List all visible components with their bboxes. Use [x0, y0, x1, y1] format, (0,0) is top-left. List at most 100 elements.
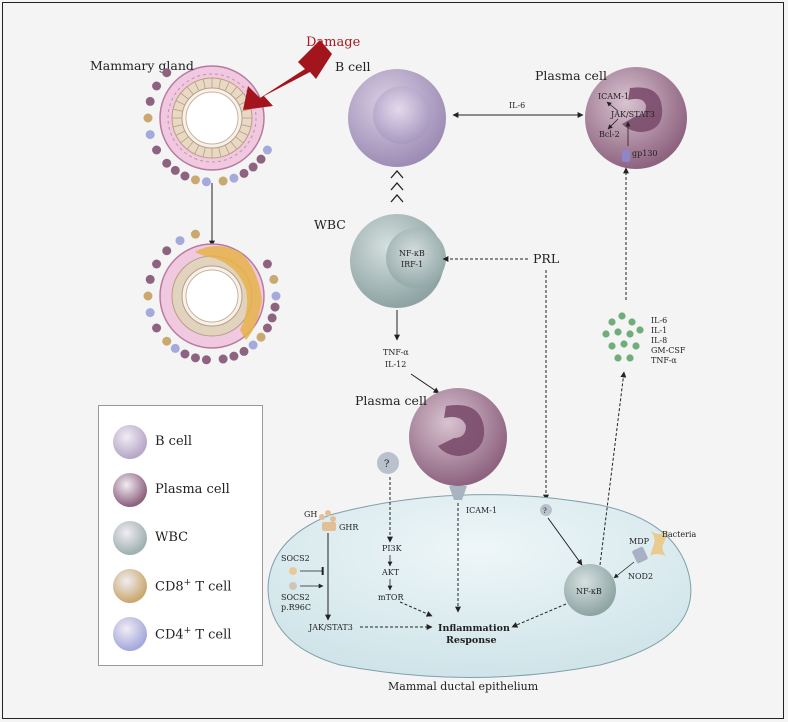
- cytokine-dot: [632, 342, 640, 350]
- plasma-cell-mid: [409, 388, 507, 486]
- tnf-alpha-label: TNF-α: [383, 348, 409, 357]
- immune-cell: [162, 336, 172, 346]
- ductal-epithelium: [267, 494, 692, 678]
- bcl2-label: Bcl-2: [599, 130, 620, 139]
- cytokine-2: IL-1: [651, 326, 667, 335]
- immune-cell: [152, 323, 162, 333]
- immune-cell: [262, 145, 272, 155]
- immune-cell: [229, 351, 239, 361]
- immune-cells-top: [143, 68, 272, 187]
- gh-label: GH: [304, 510, 317, 519]
- immune-cell: [162, 246, 172, 256]
- immune-cell: [152, 259, 162, 269]
- immune-cell: [201, 355, 211, 365]
- legend-item: CD8+ T cell: [99, 568, 262, 608]
- b-cell-label: B cell: [335, 59, 371, 74]
- damage-region: [195, 246, 262, 340]
- legend-item: B cell: [99, 424, 262, 464]
- unknown-receptor-prl: [540, 504, 552, 516]
- il12-label: IL-12: [385, 360, 406, 369]
- legend-label: CD4+ T cell: [155, 626, 232, 643]
- legend-label: Plasma cell: [155, 482, 230, 497]
- legend-item: CD4+ T cell: [99, 616, 262, 656]
- icam1-receptor: [449, 486, 467, 500]
- mammary-gland-healthy: [159, 65, 265, 171]
- legend-label: B cell: [155, 434, 192, 449]
- immune-cell: [201, 177, 211, 187]
- il6-arrow-label: IL-6: [509, 101, 525, 110]
- icam1-bottom-label: ICAM-1: [466, 506, 497, 515]
- bacteria-icon: [650, 531, 668, 556]
- immune-cell: [269, 274, 279, 284]
- immune-cell: [143, 113, 153, 123]
- immune-cell: [162, 158, 172, 168]
- immune-cell: [190, 353, 200, 363]
- cytokine-1: IL-6: [651, 316, 667, 325]
- immune-cell: [145, 308, 155, 318]
- mammary-gland-damaged: [159, 243, 265, 349]
- cytokine-dot: [628, 318, 636, 326]
- immune-cell: [152, 81, 162, 91]
- question-mark-1: ?: [384, 459, 389, 470]
- immune-cell: [145, 96, 155, 106]
- socs2-variant-line1: SOCS2: [281, 593, 310, 602]
- immune-cell: [256, 154, 266, 164]
- plasma-cell-top: [585, 67, 687, 169]
- cytokine-dot: [626, 330, 634, 338]
- wbc-label: WBC: [314, 217, 346, 232]
- immune-cell: [162, 68, 172, 78]
- inflammation-line1: Inflammation: [438, 623, 510, 634]
- b-cell: [348, 69, 446, 167]
- chevron-stack-icon: [390, 170, 404, 203]
- immune-cell: [262, 259, 272, 269]
- damage-arrow: [243, 40, 332, 110]
- immune-cell: [239, 346, 249, 356]
- cytokine-dot: [608, 318, 616, 326]
- prl-label: PRL: [533, 251, 559, 266]
- wbc-cell: [350, 214, 446, 308]
- immune-cell: [248, 162, 258, 172]
- immune-cells-bottom: [143, 229, 281, 365]
- mammary-gland-label: Mammary gland: [90, 58, 194, 73]
- irf1-label: IRF-1: [401, 260, 423, 269]
- immune-cell: [170, 343, 180, 353]
- legend-label: CD8+ T cell: [155, 578, 232, 595]
- wbc-icon: [113, 521, 147, 555]
- immune-cell: [190, 229, 200, 239]
- cytokine-list: IL-6 IL-1 IL-8 GM-CSF TNF-α: [651, 316, 686, 365]
- cytokine-3: IL-8: [651, 336, 667, 345]
- cytokine-5: TNF-α: [651, 356, 677, 365]
- cd8-t-cell-icon: [113, 569, 147, 603]
- immune-cell: [190, 175, 200, 185]
- akt-label: AKT: [381, 568, 400, 577]
- gp130-label: gp130: [632, 149, 658, 158]
- cd4-t-cell-icon: [113, 617, 147, 651]
- cytokine-dot: [636, 326, 644, 334]
- mtor-label: mTOR: [378, 593, 404, 602]
- immune-cell: [256, 332, 266, 342]
- socs2-label: SOCS2: [281, 554, 310, 563]
- legend-label: WBC: [155, 530, 189, 545]
- icam1-top-label: ICAM-1: [598, 92, 629, 101]
- socs2-variant-line2: p.R96C: [281, 603, 311, 612]
- question-mark-2: ?: [543, 507, 547, 515]
- immune-cell: [229, 173, 239, 183]
- mdp-label: MDP: [629, 537, 650, 546]
- immune-cell: [271, 291, 281, 301]
- nfkb-cell: [564, 564, 616, 616]
- inflammation-line2: Response: [446, 635, 497, 646]
- immune-cell: [143, 291, 153, 301]
- cytokine-dot: [602, 330, 610, 338]
- ghr-label: GHR: [339, 523, 359, 532]
- cytokine-dot: [618, 312, 626, 320]
- ghr-receptor: [319, 510, 336, 531]
- jak-stat3-top-label: JAK/STAT3: [610, 110, 655, 119]
- immune-cell: [218, 176, 228, 186]
- b-cell-icon: [113, 425, 147, 459]
- immune-cell: [267, 313, 277, 323]
- immune-cell: [175, 236, 185, 246]
- immune-cell: [262, 323, 272, 333]
- immune-cell: [239, 168, 249, 178]
